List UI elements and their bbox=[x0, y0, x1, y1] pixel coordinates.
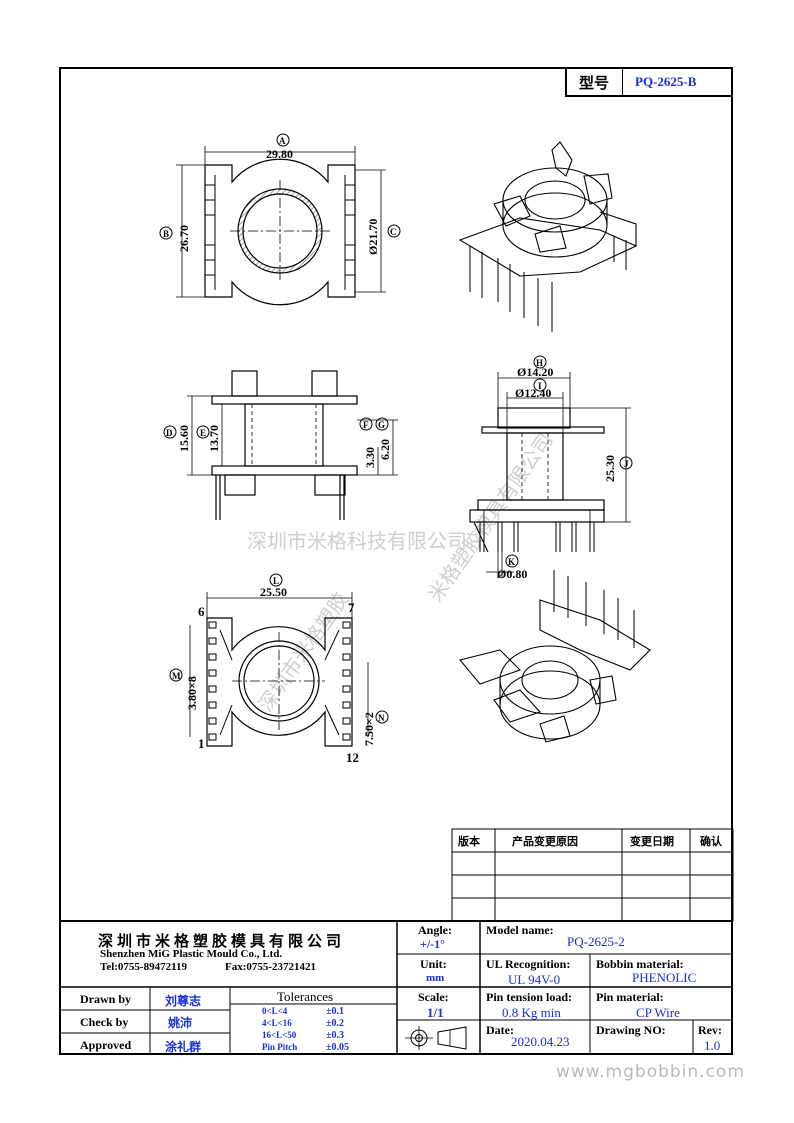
pin-6: 6 bbox=[198, 604, 205, 619]
company-name-cn: 深圳市米格塑胶模具有限公司 bbox=[98, 932, 346, 950]
model-header-value: PQ-2625-B bbox=[635, 74, 697, 89]
scale-label: Scale: bbox=[418, 990, 449, 1004]
tolerances-title: Tolerances bbox=[277, 989, 334, 1004]
front-view-labels: H Ø14.20 I Ø12.40 J 25.30 K Ø0.80 bbox=[497, 355, 633, 581]
side-view-labels: D 15.60 E 13.70 F 3.30 G 6.20 bbox=[163, 417, 392, 468]
pin-tension-label: Pin tension load: bbox=[486, 990, 573, 1004]
revision-header-version: 版本 bbox=[458, 835, 480, 848]
dim-D: 15.60 bbox=[177, 425, 191, 452]
approved-label: Approved bbox=[80, 1038, 132, 1052]
top-view-labels: A 29.80 B 26.70 C Ø21.70 bbox=[159, 133, 401, 255]
dim-K: Ø0.80 bbox=[497, 567, 527, 581]
model-name-value: PQ-2625-2 bbox=[567, 934, 625, 949]
model-header-divider bbox=[622, 67, 623, 95]
drawn-by-label: Drawn by bbox=[80, 992, 132, 1006]
model-header-box: 型号 PQ-2625-B bbox=[565, 67, 733, 97]
dim-A: 29.80 bbox=[266, 147, 293, 161]
watermark-main: 深圳市米格科技有限公司 bbox=[247, 529, 467, 553]
bobbin-material-label: Bobbin material: bbox=[596, 957, 684, 971]
unit-label: Unit: bbox=[420, 957, 447, 971]
callout-F: F bbox=[363, 420, 369, 430]
tolerance-value-4: ±0.05 bbox=[326, 1042, 349, 1053]
revision-header-date: 变更日期 bbox=[630, 835, 674, 848]
pin-12: 12 bbox=[346, 750, 359, 765]
tolerance-range-2: 4<L<16 bbox=[262, 1018, 292, 1028]
dim-E: 13.70 bbox=[207, 425, 221, 452]
drawing-no-label: Drawing NO: bbox=[596, 1023, 666, 1037]
ul-label: UL Recognition: bbox=[486, 957, 571, 971]
company-name-en: Shenzhen MiG Plastic Mould Co., Ltd. bbox=[100, 948, 283, 960]
callout-B: B bbox=[163, 229, 169, 239]
dim-C: Ø21.70 bbox=[366, 219, 380, 255]
callout-M: M bbox=[172, 671, 181, 681]
callout-C: C bbox=[390, 227, 397, 237]
callout-K: K bbox=[508, 557, 515, 567]
unit-value: mm bbox=[426, 972, 445, 984]
top-view bbox=[176, 146, 386, 306]
tolerance-value-1: ±0.1 bbox=[326, 1006, 344, 1017]
company-fax: Fax:0755-23721421 bbox=[225, 961, 317, 973]
pin-1: 1 bbox=[198, 736, 205, 751]
dim-M: 3.80×8 bbox=[185, 676, 199, 710]
callout-L: L bbox=[273, 576, 279, 586]
pin-material-value: CP Wire bbox=[636, 1005, 680, 1020]
tolerance-range-1: 0<L<4 bbox=[262, 1006, 288, 1016]
title-block-lines bbox=[59, 920, 733, 1055]
angle-label: Angle: bbox=[418, 923, 452, 937]
bobbin-material-value: PHENOLIC bbox=[632, 970, 697, 985]
tolerance-value-3: ±0.3 bbox=[326, 1030, 344, 1041]
revision-table bbox=[451, 828, 734, 922]
side-view bbox=[187, 370, 398, 520]
approved-value: 涂礼群 bbox=[165, 1040, 202, 1054]
scale-value: 1/1 bbox=[427, 1005, 444, 1020]
date-label: Date: bbox=[486, 1023, 514, 1037]
drawn-by-value: 刘尊志 bbox=[165, 994, 202, 1008]
rev-label: Rev: bbox=[698, 1023, 722, 1037]
check-by-value: 姚沛 bbox=[168, 1016, 193, 1030]
model-name-label: Model name: bbox=[486, 923, 554, 937]
dim-F: 3.30 bbox=[363, 447, 377, 468]
tolerance-value-2: ±0.2 bbox=[326, 1018, 344, 1029]
dim-N: 7.50×2 bbox=[362, 712, 376, 746]
isometric-view-top bbox=[458, 141, 638, 332]
isometric-view-bottom bbox=[459, 570, 651, 743]
check-by-label: Check by bbox=[80, 1015, 129, 1029]
callout-D: D bbox=[166, 428, 173, 438]
revision-header-confirm: 确认 bbox=[700, 835, 722, 848]
callout-G: G bbox=[378, 420, 385, 430]
model-header-label: 型号 bbox=[579, 74, 610, 92]
tolerance-range-4: Pin Pitch bbox=[262, 1042, 298, 1052]
dim-I: Ø12.40 bbox=[515, 386, 551, 400]
callout-E: E bbox=[200, 428, 206, 438]
pin-7: 7 bbox=[348, 600, 355, 615]
dim-L: 25.50 bbox=[260, 585, 287, 599]
callout-A: A bbox=[279, 136, 286, 146]
bottom-view-labels: L 25.50 M 3.80×8 N 7.50×2 6 7 1 12 bbox=[169, 573, 389, 765]
drawing-frame bbox=[59, 67, 733, 1055]
pin-tension-value: 0.8 Kg min bbox=[502, 1005, 561, 1020]
company-tel: Tel:0755-89472119 bbox=[100, 961, 187, 973]
rev-value: 1.0 bbox=[704, 1038, 721, 1053]
dim-H: Ø14.20 bbox=[517, 365, 553, 379]
callout-H: H bbox=[536, 358, 543, 368]
date-value: 2020.04.23 bbox=[511, 1034, 570, 1049]
ul-value: UL 94V-0 bbox=[508, 972, 561, 987]
dim-B: 26.70 bbox=[177, 225, 191, 252]
pin-material-label: Pin material: bbox=[596, 990, 664, 1004]
revision-header-reason: 产品变更原因 bbox=[512, 835, 578, 848]
tolerance-range-3: 16<L<50 bbox=[262, 1030, 297, 1040]
callout-J: J bbox=[624, 459, 629, 469]
bottom-view bbox=[189, 592, 369, 747]
callout-N: N bbox=[378, 713, 385, 723]
callout-I: I bbox=[538, 381, 542, 391]
dim-G: 6.20 bbox=[378, 439, 392, 460]
front-view bbox=[469, 372, 631, 578]
watermark-url: www.mgbobbin.com bbox=[556, 1062, 745, 1082]
dim-J: 25.30 bbox=[603, 455, 617, 482]
angle-value: +/-1° bbox=[420, 937, 445, 951]
